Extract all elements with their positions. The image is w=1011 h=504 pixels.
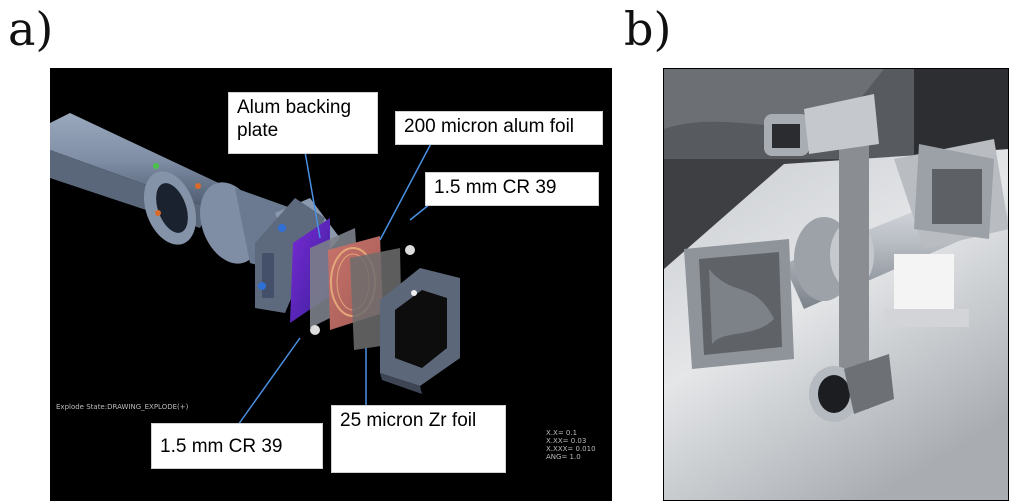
tube [50, 113, 225, 245]
tolerance-block: X.X= 0.1 X.XX= 0.03 X.XXX= 0.010 ANG= 1.… [546, 429, 596, 461]
callout-backing-plate: Alum backing plate [228, 92, 378, 154]
photo-bottom-detector [809, 354, 894, 422]
device-photo [663, 68, 1009, 501]
photo-top-detector [764, 94, 879, 156]
panel-label-b: b) [624, 2, 672, 56]
photo-front-frame [684, 239, 794, 369]
callout-cr39-top: 1.5 mm CR 39 [425, 172, 599, 206]
explode-state-text: Explode State:DRAWING_EXPLODE(+) [56, 403, 189, 411]
panel-label-a: a) [8, 2, 54, 56]
tolerance-line: X.X= 0.1 [546, 429, 578, 437]
cad-drawing [50, 113, 460, 426]
tolerance-line: X.XXX= 0.010 [546, 445, 596, 453]
callout-zr-foil: 25 micron Zr foil [331, 405, 506, 473]
callout-alum-foil: 200 micron alum foil [395, 111, 603, 145]
tolerance-line: X.XX= 0.03 [546, 437, 587, 445]
tolerance-line: ANG= 1.0 [546, 453, 581, 461]
backing-plate-part [255, 198, 325, 313]
callout-cr39-bottom: 1.5 mm CR 39 [151, 423, 323, 469]
photo-drawing [664, 69, 1008, 500]
cad-exploded-view: Alum backing plate 200 micron alum foil … [50, 68, 612, 501]
end-frame [380, 268, 460, 394]
